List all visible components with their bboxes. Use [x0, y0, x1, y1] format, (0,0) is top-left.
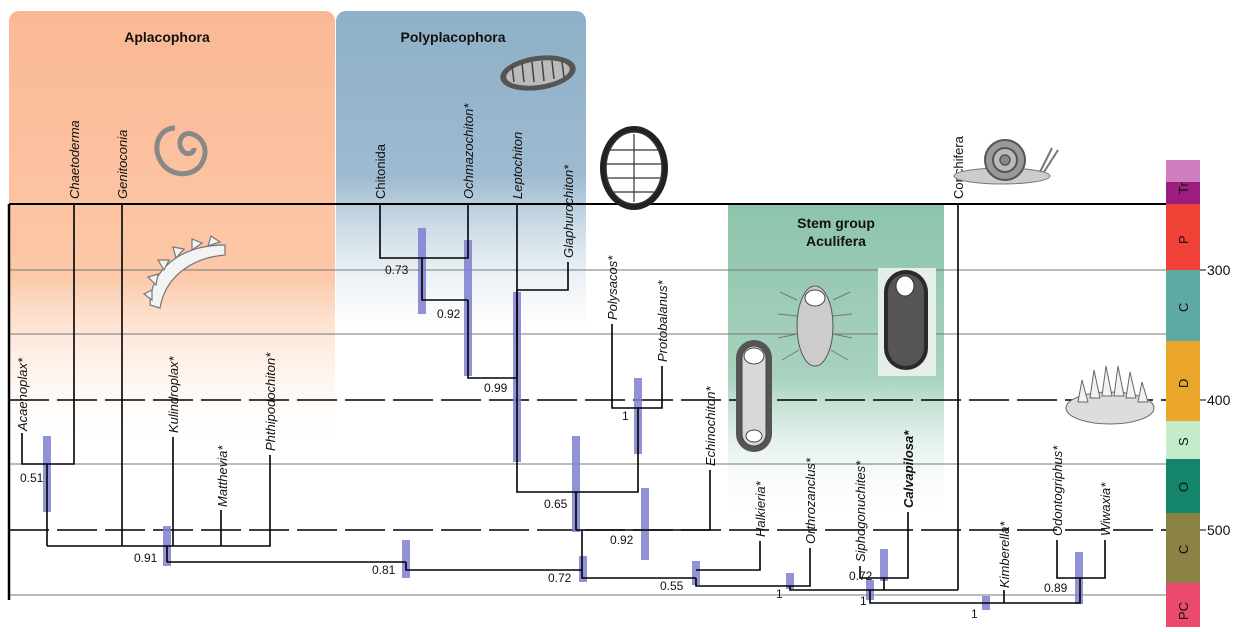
support-value: 0.92: [437, 307, 461, 321]
taxon-chitonida: Chitonida: [373, 143, 388, 199]
support-value: 0.99: [484, 381, 508, 395]
taxon-kulindroplax: Kulindroplax*: [166, 355, 181, 433]
support-value: 0.92: [610, 533, 634, 547]
taxon-orthrozanclus: Orthrozanclus*: [803, 457, 818, 544]
support-value: 0.72: [548, 571, 572, 585]
polyplacophora-title: Polyplacophora: [400, 29, 505, 45]
support-value: 0.89: [1044, 581, 1068, 595]
taxon-protobalanus: Protobalanus*: [655, 279, 670, 362]
spiny-chiton-icon: [600, 126, 668, 210]
period-label: O: [1176, 482, 1191, 492]
period-label: C: [1176, 303, 1191, 312]
period-label: P: [1176, 235, 1191, 244]
support-value: 0.51: [20, 471, 44, 485]
taxon-chaetoderma: Chaetoderma: [67, 120, 82, 199]
support-value: 0.65: [544, 497, 568, 511]
stem-group-title-line1: Stem group: [797, 215, 875, 231]
support-value: 0.72: [849, 569, 873, 583]
snail-icon: [954, 140, 1058, 184]
support-value: 1: [971, 607, 978, 621]
period-label: C: [1176, 545, 1191, 554]
taxon-polysacos: Polysacos*: [605, 255, 620, 320]
age-label-500: 500: [1207, 522, 1231, 538]
support-value: 0.55: [660, 579, 684, 593]
taxon-conchifera: Conchifera: [951, 135, 966, 199]
taxon-wiwaxia: Wiwaxia*: [1098, 482, 1113, 536]
support-value: 0.73: [385, 263, 409, 277]
calvapilosa-icon: [878, 268, 936, 376]
taxon-acaenoplax: Acaenoplax*: [15, 357, 30, 432]
taxon-odontogriphus: Odontogriphus*: [1050, 445, 1065, 536]
uncertainty-bar: [641, 488, 649, 560]
taxon-genitoconia: Genitoconia: [115, 130, 130, 199]
taxon-leptochiton: Leptochiton: [510, 132, 525, 199]
taxon-halkieria: Halkieria*: [753, 480, 768, 537]
period-label: PC: [1176, 602, 1191, 620]
uncertainty-bar: [880, 549, 888, 581]
support-value: 0.91: [134, 551, 158, 565]
taxon-glaphurochiton: Glaphurochiton*: [561, 164, 576, 258]
uncertainty-bar: [402, 540, 410, 578]
period-label: D: [1176, 379, 1191, 388]
support-value: 1: [776, 587, 783, 601]
taxon-phthipodochiton: Phthipodochiton*: [263, 352, 278, 451]
time-scale: Tr P C D S O C PC 300 400 500: [1166, 160, 1231, 627]
period-label: S: [1176, 437, 1191, 446]
taxon-ochmazochiton: Ochmazochiton*: [461, 103, 476, 199]
taxon-calvapilosa: Calvapilosa*: [901, 430, 916, 508]
age-label-400: 400: [1207, 392, 1231, 408]
period-label: Tr: [1176, 182, 1191, 194]
stem-group-title-line2: Aculifera: [806, 233, 866, 249]
support-value: 1: [622, 409, 629, 423]
support-value: 1: [860, 594, 867, 608]
taxon-matthevia: Matthevia*: [215, 445, 230, 507]
wiwaxia-icon: [1066, 366, 1154, 424]
halkieria-icon: [736, 340, 772, 452]
taxon-echinochiton: Echinochiton*: [703, 386, 718, 466]
period-tr-fade: [1166, 160, 1200, 182]
support-value: 0.81: [372, 563, 396, 577]
taxon-siphogonuchites: Siphogonuchites*: [853, 460, 868, 562]
age-label-300: 300: [1207, 262, 1231, 278]
aplacophora-title: Aplacophora: [124, 29, 210, 45]
taxon-kimberella: Kimberella*: [997, 521, 1012, 588]
